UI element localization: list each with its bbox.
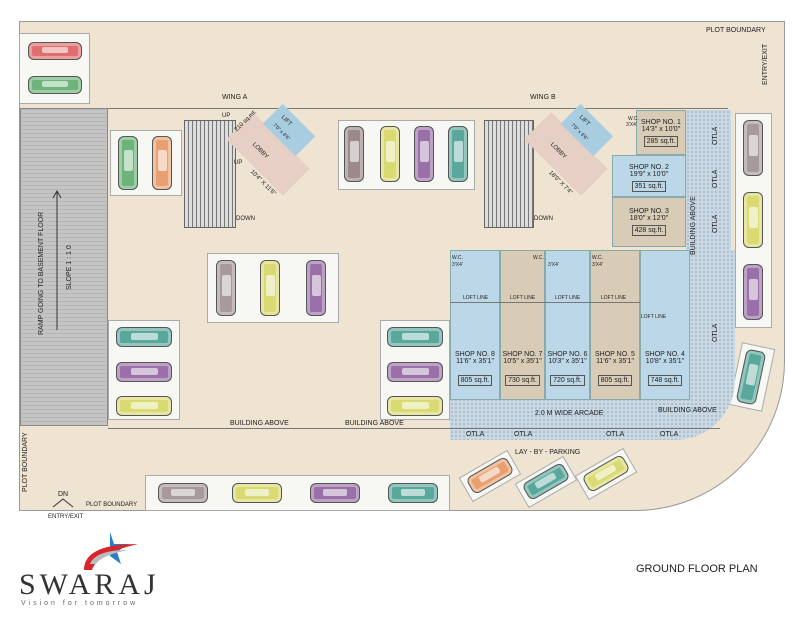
car xyxy=(743,120,763,176)
car xyxy=(116,362,172,382)
loft-line-label: LOFT LINE xyxy=(463,295,489,301)
car xyxy=(116,396,172,416)
car xyxy=(158,483,208,503)
car xyxy=(260,260,280,316)
up-label: UP xyxy=(222,113,231,119)
otla-label: OTLA xyxy=(660,431,679,438)
otla-label: OTLA xyxy=(466,431,485,438)
arrow-up-icon xyxy=(52,190,62,330)
wing-a-label: WING A xyxy=(222,94,248,101)
car xyxy=(216,260,236,316)
brand-name: SWARAJ xyxy=(19,568,160,601)
wc-label: W.C. xyxy=(592,255,603,261)
otla-label: OTLA xyxy=(712,323,719,342)
down-label: DOWN xyxy=(236,216,255,222)
building-above-label: BUILDING ABOVE xyxy=(690,196,697,255)
car xyxy=(388,483,438,503)
wc-label: W.C. xyxy=(628,116,639,122)
entry-exit-label: ENTRY/EXIT xyxy=(762,43,769,85)
car xyxy=(387,327,443,347)
loft-line-label: LOFT LINE xyxy=(641,314,667,320)
wc-size: 3'x4' xyxy=(592,262,603,268)
dn-label: DN xyxy=(58,491,69,498)
car xyxy=(310,483,360,503)
up-label: UP xyxy=(234,160,243,166)
wc-size: 3'x4' xyxy=(548,262,559,268)
car xyxy=(344,126,364,182)
otla-label: OTLA xyxy=(606,431,625,438)
wing-b-label: WING B xyxy=(530,94,556,101)
car xyxy=(28,42,82,60)
loft-line-label: LOFT LINE xyxy=(555,295,581,301)
plot-boundary-label: PLOT BOUNDARY xyxy=(86,502,138,508)
wc-size: 3'x4' xyxy=(626,122,637,128)
car xyxy=(448,126,468,182)
loft-line-label: LOFT LINE xyxy=(510,295,536,301)
car xyxy=(306,260,326,316)
otla-label: OTLA xyxy=(712,126,719,145)
car xyxy=(116,327,172,347)
car xyxy=(387,396,443,416)
car xyxy=(380,126,400,182)
wc-label: W.C. xyxy=(452,255,463,261)
car xyxy=(387,362,443,382)
car xyxy=(152,136,172,190)
plot-boundary-label: PLOT BOUNDARY xyxy=(22,432,29,492)
otla-label: OTLA xyxy=(712,169,719,188)
swaraj-logo-icon xyxy=(84,532,138,570)
ramp-label: RAMP GOING TO BASEMENT FLOOR xyxy=(38,211,45,335)
car xyxy=(232,483,282,503)
car xyxy=(414,126,434,182)
car xyxy=(28,76,82,94)
car xyxy=(743,264,763,320)
car xyxy=(118,136,138,190)
building-above-label: BUILDING ABOVE xyxy=(345,420,404,427)
building-above-label: BUILDING ABOVE xyxy=(658,407,717,414)
otla-label: OTLA xyxy=(712,214,719,233)
entry-arrow-icon xyxy=(52,498,74,508)
otla-label: OTLA xyxy=(514,431,533,438)
entry-exit-label: ENTRY/EXIT xyxy=(48,514,84,520)
arcade-label: 2.0 M WIDE ARCADE xyxy=(535,410,604,417)
wc-label: W.C. xyxy=(533,255,544,261)
car xyxy=(743,192,763,248)
plot-boundary-label: PLOT BOUNDARY xyxy=(706,27,766,34)
slope-label: SLOPE 1 : 1 0 xyxy=(66,245,73,290)
building-above-label: BUILDING ABOVE xyxy=(230,420,289,427)
loft-line-label: LOFT LINE xyxy=(601,295,627,301)
ramp xyxy=(20,108,108,426)
plan-title: GROUND FLOOR PLAN xyxy=(636,563,758,575)
brand-tagline: Vision for tomorrow xyxy=(21,600,139,607)
lay-by-parking-label: LAY - BY - PARKING xyxy=(515,449,581,456)
wc-size: 3'x4' xyxy=(452,262,463,268)
down-label: DOWN xyxy=(534,216,553,222)
